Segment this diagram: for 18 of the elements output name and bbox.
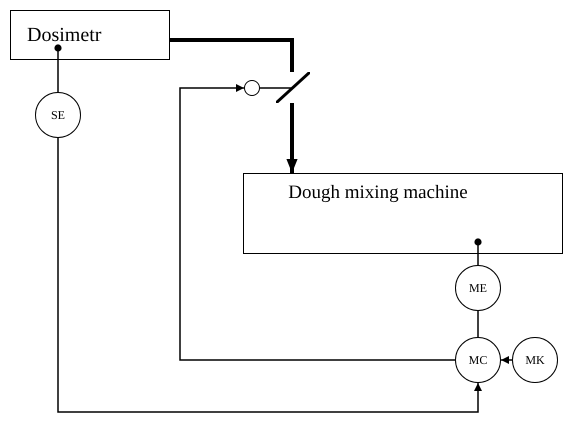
element-circle xyxy=(512,337,558,383)
valve-slash xyxy=(276,72,310,103)
node-label: MK xyxy=(525,352,545,368)
sensor-circle xyxy=(35,92,81,138)
node-label: MC xyxy=(468,352,488,368)
element-circle xyxy=(455,265,501,311)
connector-arrow xyxy=(286,103,298,173)
process-box xyxy=(243,173,563,254)
connector-arrow xyxy=(179,84,455,361)
node-label: SE xyxy=(50,108,65,122)
element-circle xyxy=(455,337,501,383)
node-label: Dosimetr xyxy=(27,24,102,46)
connector-arrow xyxy=(501,356,512,364)
junction-circle xyxy=(244,80,260,96)
node-label: ME xyxy=(469,280,487,296)
connector-arrow xyxy=(57,138,482,413)
process-box xyxy=(10,10,170,60)
node-label: Dough mixing machine xyxy=(288,182,468,204)
